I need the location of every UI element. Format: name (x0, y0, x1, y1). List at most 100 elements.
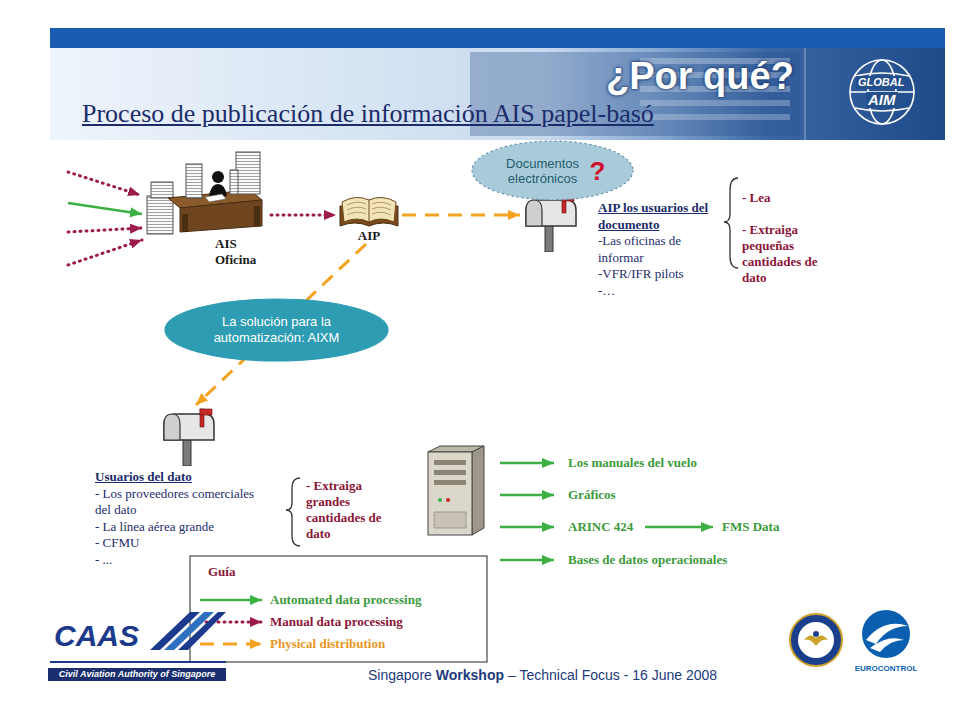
aixm-solution-ellipse: La solución para la automatización: AIXM (164, 298, 389, 362)
output-arrows (500, 526, 554, 529)
ais-office-illustration (236, 152, 260, 194)
ais-office-illustration (205, 194, 226, 202)
node-text: La solución para la automatización: AIXM (202, 314, 352, 346)
bracket (286, 478, 300, 546)
ais-office-illustration (182, 214, 188, 232)
ais-office-illustration (254, 206, 260, 226)
global-aim-globe (850, 60, 914, 124)
global-aim-globe (855, 108, 909, 111)
node-text: ? (590, 157, 606, 185)
incoming-arrows (68, 228, 142, 232)
output-arrows (500, 559, 554, 562)
ais-office-illustration (230, 170, 238, 194)
header-banner (805, 48, 806, 140)
aip-book-illustration (340, 197, 398, 226)
footer-line: SingaporeWorkshop– Technical Focus - 16 … (368, 667, 717, 683)
node-text: -… (598, 283, 715, 300)
logo-text: CAAS (54, 620, 139, 652)
server-illustration (434, 460, 466, 465)
output-arrows (500, 462, 554, 465)
header-banner (50, 28, 945, 48)
legend-heading: Guía (208, 564, 235, 580)
ais-office-illustration (151, 182, 173, 198)
faa-seal (813, 631, 819, 637)
electronic-docs-ellipse: Documentos electrónicos? (471, 140, 634, 201)
eurocontrol-logo (870, 638, 904, 652)
footer-text: Singapore (368, 667, 432, 683)
logo-text: EUROCONTROL (852, 664, 920, 674)
header-banner (50, 48, 945, 140)
incoming-arrows (68, 203, 142, 214)
note-text: - Extraiga pequeñas cantidades de dato (742, 222, 834, 286)
slide-subtitle: Proceso de publicación de información AI… (82, 99, 654, 129)
header-banner (640, 100, 790, 106)
bracket (286, 178, 738, 546)
node-text: - Los proveedores comerciales del dato (95, 486, 260, 519)
logo-text: AIM (866, 92, 898, 108)
mailbox-illustration (164, 409, 214, 466)
document-users-node: AIP los usuarios del documento-Las ofici… (520, 194, 715, 299)
caas-logo (50, 661, 226, 663)
node-text: - CFMU (95, 535, 260, 552)
faa-seal (790, 614, 842, 666)
output-label: Gráficos (568, 487, 616, 503)
node-text: -Las oficinas de informar (598, 233, 715, 266)
server-illustration (472, 446, 484, 535)
server-illustration (438, 498, 442, 502)
node-text: Documentos electrónicos (500, 156, 586, 186)
faa-seal (798, 622, 834, 658)
legend-box (190, 556, 487, 662)
node-text: -VFR/IFR pilots (598, 266, 715, 283)
data-users-node: Usuarios del dato- Los proveedores comer… (95, 405, 260, 568)
output-arrows (500, 494, 554, 497)
bracket (724, 178, 738, 268)
mailbox-illustration (526, 195, 576, 252)
ais-office-illustration (186, 164, 202, 198)
slide-title: ¿Por qué? (606, 56, 794, 96)
header-banner (50, 28, 945, 140)
caas-logo (50, 612, 226, 662)
eurocontrol-logo (862, 610, 910, 658)
logo-text: Civil Aviation Authority of Singapore (48, 668, 226, 681)
eurocontrol-logo (862, 610, 910, 658)
aip-book-node: AIP (336, 186, 402, 244)
incoming-arrows (68, 240, 142, 265)
note-text: - Extraiga grandes cantidades de dato (306, 478, 402, 542)
legend-text: Manual data processing (270, 614, 403, 630)
flow-connector (271, 214, 336, 217)
ellipse-content: La solución para la automatización: AIXM (202, 314, 352, 346)
flow-connector (402, 214, 520, 217)
server-illustration (434, 480, 466, 485)
mailbox-illustration (164, 195, 576, 466)
node-text: AIS Oficina (215, 236, 271, 268)
output-label: ARINC 424 (568, 519, 633, 535)
faa-seal (804, 635, 828, 646)
ais-office-illustration (209, 184, 227, 196)
ellipse-shape (165, 299, 388, 361)
server-illustration (428, 452, 472, 535)
legend-text: Automated data processing (270, 592, 421, 608)
incoming-arrows (68, 172, 142, 265)
faa-seal (790, 614, 842, 666)
server-illustration (428, 446, 484, 535)
node-text: - La línea aérea grande (95, 519, 260, 536)
output-arrows (500, 463, 713, 560)
node-text: AIP los usuarios del documento (598, 200, 715, 233)
ais-office-illustration (180, 200, 262, 232)
incoming-arrows (68, 172, 140, 195)
ellipse-content: Documentos electrónicos? (500, 156, 606, 186)
ellipse-shape (472, 141, 633, 200)
note-text: - Lea (742, 190, 771, 206)
ais-office-illustration (147, 196, 173, 234)
ais-office-illustration (212, 171, 224, 183)
ais-office-illustration (147, 152, 262, 234)
aip-book-illustration (347, 202, 391, 215)
aip-book-illustration (342, 197, 396, 222)
legend-text: Physical distribution (270, 636, 385, 652)
output-label: FMS Data (722, 519, 779, 535)
office-node: AIS Oficina (143, 148, 271, 268)
logo-text: GLOBAL (856, 76, 906, 89)
legend-box (200, 599, 262, 602)
output-arrows (645, 526, 713, 529)
